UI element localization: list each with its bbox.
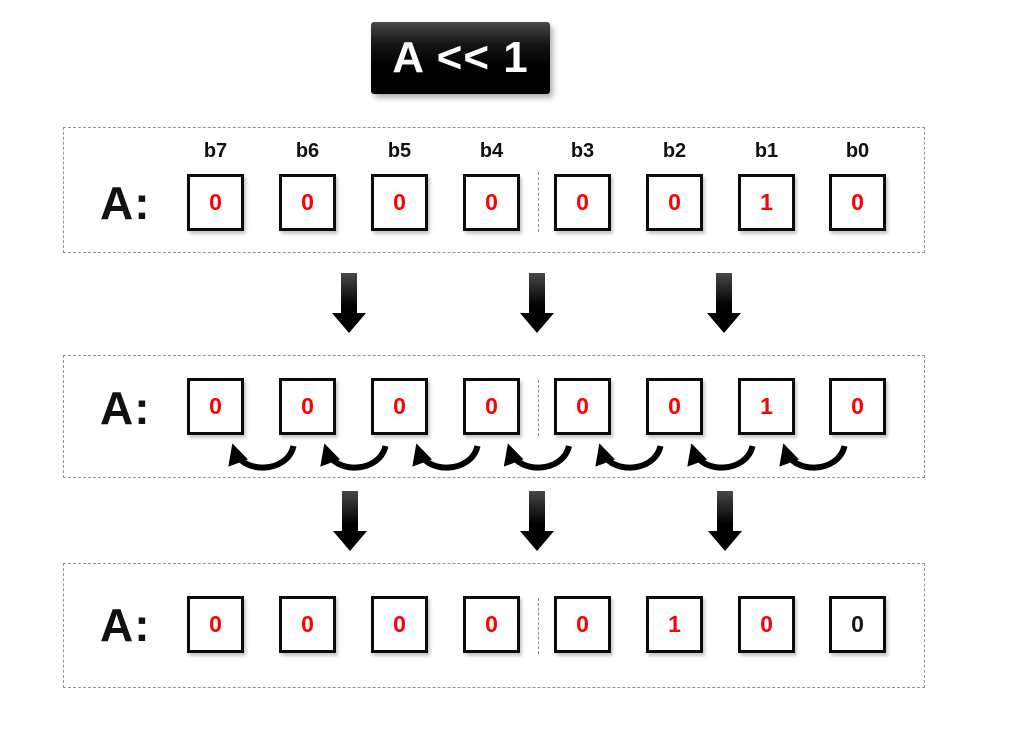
operation-title: A << 1 (371, 22, 550, 94)
bit-box: 0 (371, 174, 428, 231)
bit-value: 0 (668, 189, 681, 215)
bit-value: 0 (393, 393, 406, 419)
register-label: A: (100, 177, 151, 229)
bit-box: 0 (829, 378, 886, 435)
bit-box: 0 (554, 174, 611, 231)
bit-box: 0 (463, 596, 520, 653)
bit-value: 0 (301, 189, 314, 215)
bit-value: 0 (393, 189, 406, 215)
bit-position-label: b3 (570, 140, 595, 162)
bit-position-label: b4 (479, 140, 504, 162)
bit-box: 0 (279, 378, 336, 435)
down-arrow-icon (520, 273, 554, 333)
bit-value: 0 (760, 611, 773, 637)
down-arrow-icon (707, 273, 741, 333)
bit-box: 0 (554, 378, 611, 435)
bit-value: 0 (209, 611, 222, 637)
bit-box: 0 (187, 378, 244, 435)
bit-value: 0 (576, 393, 589, 419)
bit-position-label: b5 (387, 140, 412, 162)
bit-box: 1 (738, 174, 795, 231)
bit-box: 0 (829, 174, 886, 231)
bit-box: 0 (279, 174, 336, 231)
bit-value: 0 (393, 611, 406, 637)
bit-boxes: 0 0 0 0 0 1 0 0 (64, 564, 924, 687)
bit-position-label: b1 (754, 140, 779, 162)
bit-position-label: b7 (203, 140, 228, 162)
bit-boxes: b7 0 b6 0 b5 0 b4 0 b3 0 b2 0 b1 1 b0 0 (64, 128, 924, 252)
bit-value: 0 (851, 393, 864, 419)
bit-value: 0 (668, 393, 681, 419)
bit-box: 0 (554, 596, 611, 653)
bit-box: 0 (463, 378, 520, 435)
bit-box: 0 (646, 174, 703, 231)
bit-box: 1 (646, 596, 703, 653)
bit-value: 0 (209, 189, 222, 215)
bit-position-label: b0 (845, 140, 870, 162)
bit-value: 0 (209, 393, 222, 419)
register-label: A: (100, 599, 151, 651)
bit-box: 1 (738, 378, 795, 435)
nibble-divider (538, 172, 539, 232)
down-arrow-icon (520, 491, 554, 551)
bit-value: 0 (851, 189, 864, 215)
bit-value: 1 (668, 611, 681, 637)
bit-value: 0 (576, 611, 589, 637)
register-label: A: (100, 382, 151, 434)
down-arrow-icon (332, 273, 366, 333)
bit-box: 0 (279, 596, 336, 653)
bit-box: 0 (829, 596, 886, 653)
bit-box: 0 (463, 174, 520, 231)
nibble-divider (538, 380, 539, 436)
nibble-divider (538, 598, 539, 654)
bit-value: 0 (301, 611, 314, 637)
bit-value: 1 (760, 189, 773, 215)
bit-value: 0 (485, 189, 498, 215)
bit-box: 0 (738, 596, 795, 653)
bit-value: 0 (576, 189, 589, 215)
bit-box: 0 (371, 378, 428, 435)
bit-box: 0 (187, 596, 244, 653)
bit-boxes: 0 0 0 0 0 0 1 0 (64, 356, 924, 477)
bit-position-label: b6 (295, 140, 320, 162)
bit-value: 0 (851, 611, 864, 637)
bit-value: 0 (485, 393, 498, 419)
bit-value: 0 (485, 611, 498, 637)
bit-value: 1 (760, 393, 773, 419)
down-arrow-icon (333, 491, 367, 551)
register-frame-shifting: A: 0 0 0 0 0 0 1 0 (63, 355, 925, 478)
bit-position-label: b2 (662, 140, 687, 162)
register-frame-result: A: 0 0 0 0 0 1 0 0 (63, 563, 925, 688)
bit-box: 0 (187, 174, 244, 231)
register-frame-initial: A: b7 0 b6 0 b5 0 b4 0 b3 0 b2 0 b1 1 b0 0 (63, 127, 925, 253)
down-arrow-icon (708, 491, 742, 551)
bit-box: 0 (371, 596, 428, 653)
bit-value: 0 (301, 393, 314, 419)
bit-box: 0 (646, 378, 703, 435)
